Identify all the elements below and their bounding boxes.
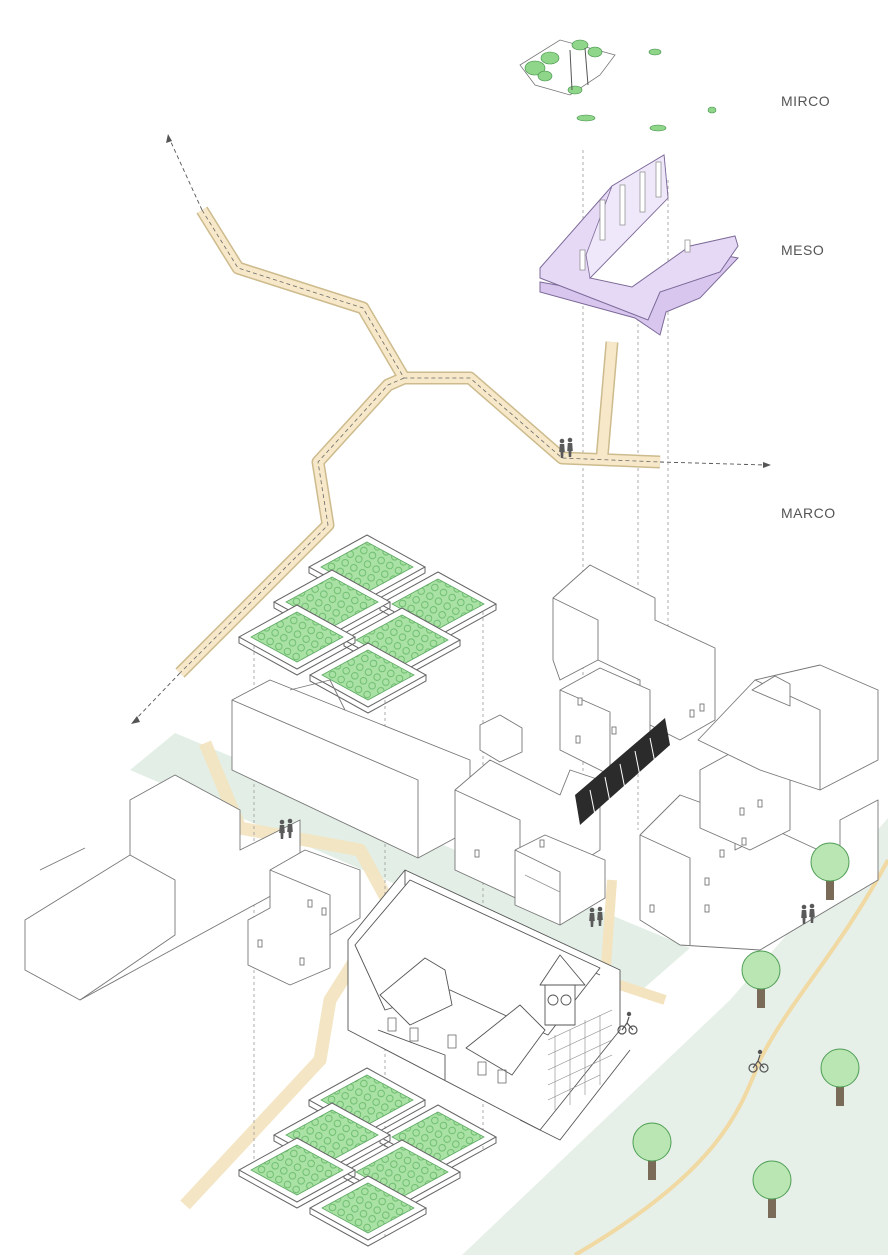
mirco-planters: [519, 39, 717, 132]
clock-icon: [560, 994, 572, 1006]
context-windows: [257, 697, 763, 966]
context-buildings: [24, 564, 879, 1001]
arrow-icon: [131, 716, 140, 724]
arrow-icon: [166, 134, 172, 143]
macro-elevated-path: [175, 206, 661, 678]
scale-label-meso: MESO: [781, 242, 825, 258]
historic-building: [347, 869, 631, 1141]
green-roof-modules-lower: [238, 1067, 497, 1247]
street-path: [573, 859, 888, 1255]
street-green-band: [462, 818, 888, 1255]
clock-icon: [547, 994, 559, 1006]
scale-label-marco: MARCO: [781, 505, 836, 521]
dark-facade-strip: [575, 718, 670, 825]
arrow-icon: [134, 139, 767, 721]
side-green-band: [130, 733, 690, 990]
arrow-icon: [763, 462, 771, 468]
meso-deck: [539, 154, 739, 336]
scale-label-mirco: MIRCO: [781, 93, 831, 109]
cyclist-icon: [617, 1011, 638, 1035]
